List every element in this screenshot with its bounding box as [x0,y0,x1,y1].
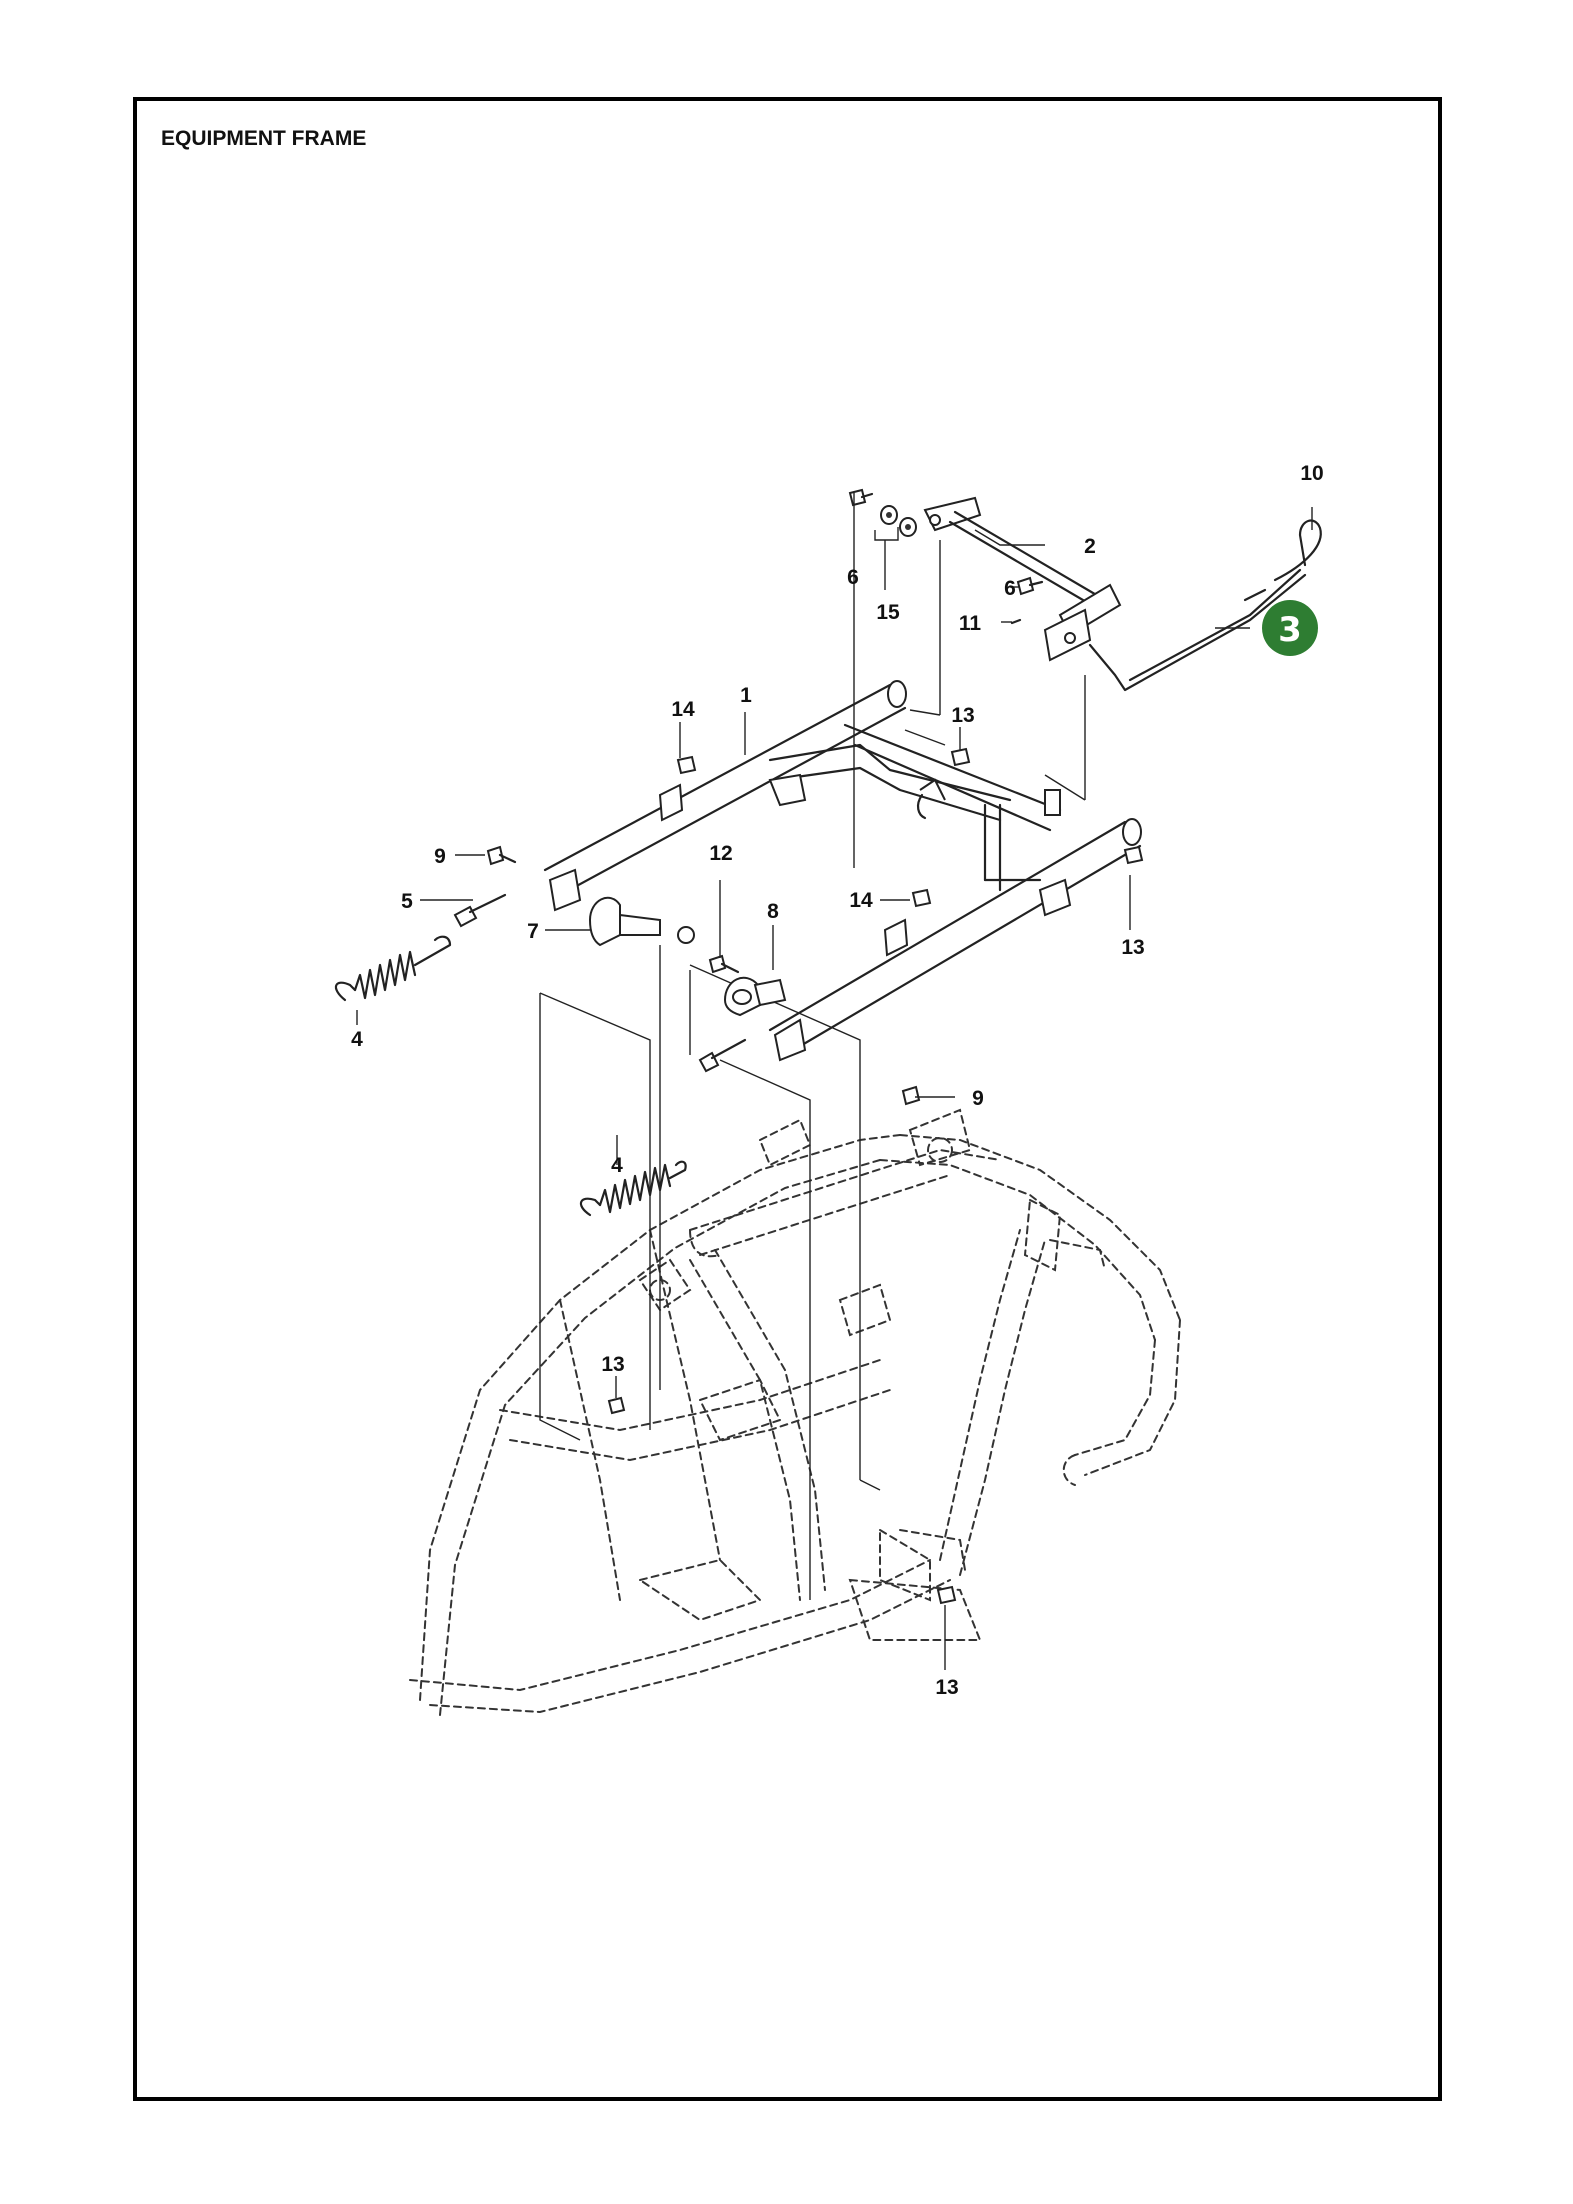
part-label-9-left: 9 [434,845,446,868]
part-label-14-mid: 14 [849,889,873,912]
callout-badge: 3 [1262,600,1318,656]
diagram-border: EQUIPMENT FRAME [133,97,1442,2101]
part-label-2: 2 [1084,535,1096,558]
part-label-7: 7 [527,920,539,943]
tractor-frame-outline [409,1108,1181,1716]
page-title: EQUIPMENT FRAME [161,127,367,150]
leader-lines [356,493,1313,1670]
part-label-13-lower-left: 13 [601,1353,624,1376]
part-label-9-right: 9 [972,1087,984,1110]
part-label-6-left: 6 [847,566,859,589]
part-labels: 1 2 4 4 5 6 6 7 8 9 9 10 11 12 13 13 13 … [351,462,1324,1699]
equipment-frame-part [543,680,1142,1062]
part-label-13-top: 13 [951,704,974,727]
lift-rod-part [1088,568,1307,692]
part-label-10: 10 [1300,462,1323,485]
part-label-15: 15 [876,601,900,624]
part-label-11: 11 [959,612,982,635]
hair-pin-part [1273,519,1322,582]
hardware-parts [486,488,1144,1605]
part-label-13-right: 13 [1121,936,1144,959]
reference-lines [539,540,1086,1600]
callout-circle [1262,600,1318,656]
part-label-1: 1 [740,684,752,707]
bracket-rod-part [923,496,1122,662]
part-label-6-right: 6 [1004,577,1016,600]
part-label-5: 5 [401,890,413,913]
part-label-4-left: 4 [351,1028,363,1051]
part-label-13-bottom: 13 [935,1676,958,1699]
spring-assemblies [334,893,747,1217]
part-label-8: 8 [767,900,779,923]
part-label-12: 12 [709,842,732,865]
part-label-14-top: 14 [671,698,695,721]
callout-number: 3 [1278,610,1302,650]
part-label-4-lower: 4 [611,1154,623,1177]
